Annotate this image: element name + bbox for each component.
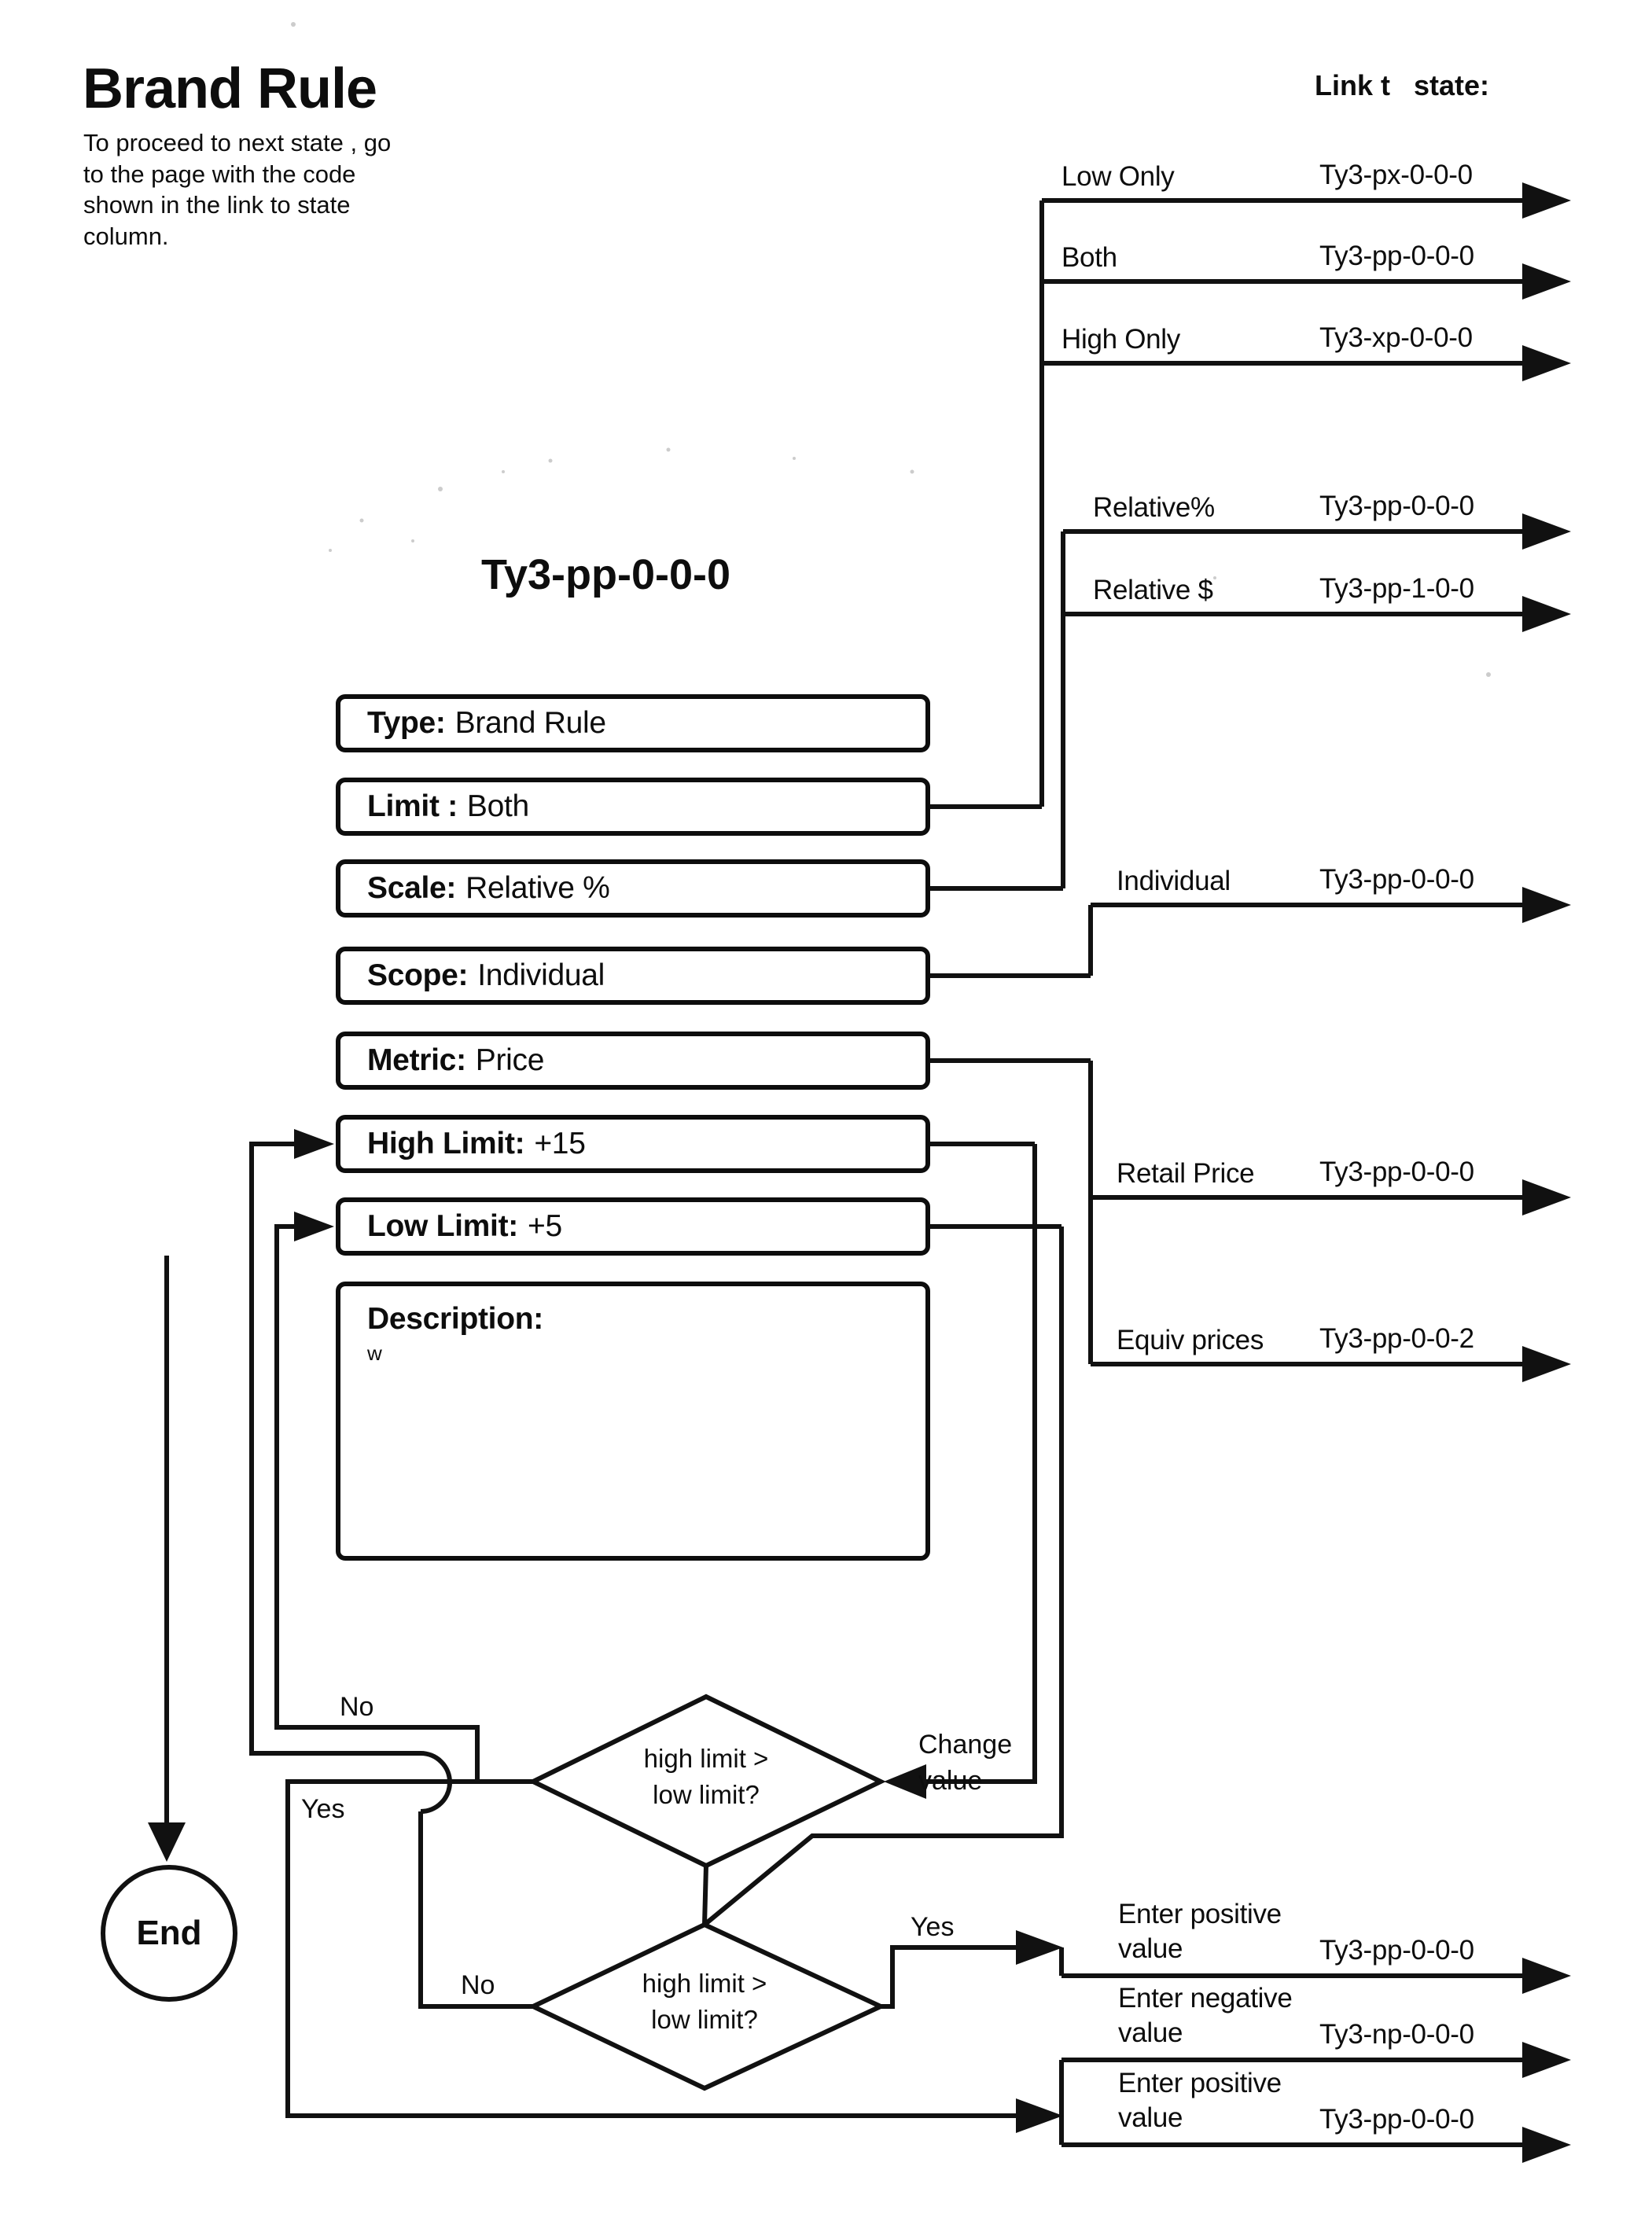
- arrowhead: [148, 1822, 186, 1862]
- arrowhead: [294, 1129, 334, 1159]
- link-code: Ty3-pp-0-0-0: [1319, 1157, 1474, 1188]
- link-option: Both: [1061, 241, 1117, 275]
- link-code: Ty3-px-0-0-0: [1319, 160, 1473, 191]
- arrowhead: [294, 1212, 334, 1241]
- end-node-label: End: [102, 1914, 236, 1953]
- link-to-state-header: Link t state:: [1315, 69, 1489, 102]
- decision2-yes-path: [881, 1947, 1016, 2006]
- scan-noise: [291, 22, 1491, 677]
- arrowhead: [1522, 1346, 1571, 1382]
- link-code: Ty3-pp-0-0-0: [1319, 491, 1474, 522]
- link-option: Enter positive value: [1118, 2066, 1282, 2135]
- attribute-label: Scale:: [367, 871, 456, 906]
- arrowhead: [1522, 2127, 1571, 2163]
- decision2-yes-label: Yes: [911, 1909, 954, 1945]
- attribute-box-scale: Scale: Relative %: [336, 859, 930, 918]
- decision1-no-label: No: [340, 1689, 373, 1725]
- arrowhead: [1522, 513, 1571, 550]
- link-option: Retail Price: [1117, 1157, 1254, 1191]
- link-code: Ty3-xp-0-0-0: [1319, 322, 1473, 354]
- link-code: Ty3-np-0-0-0: [1319, 2019, 1474, 2050]
- instructions-text: To proceed to next state , go to the pag…: [83, 127, 492, 252]
- attribute-box-high-limit: High Limit: +15: [336, 1115, 930, 1173]
- arrowhead: [1522, 1958, 1571, 1994]
- link-option: High Only: [1061, 322, 1180, 357]
- arrowhead: [1522, 887, 1571, 923]
- attribute-box-description: Description: w: [336, 1282, 930, 1561]
- attribute-box-scope: Scope: Individual: [336, 947, 930, 1005]
- attribute-value: +5: [528, 1209, 562, 1244]
- change-value-path: [926, 1144, 1035, 1782]
- arrowhead: [1522, 2042, 1571, 2078]
- attribute-label: Type:: [367, 706, 446, 741]
- link-code: Ty3-pp-0-0-0: [1319, 241, 1474, 272]
- decision1-to-decision2-path: [705, 1866, 706, 1925]
- link-option: Low Only: [1061, 160, 1175, 194]
- attribute-value: Relative %: [465, 871, 609, 906]
- decision1-yes-label: Yes: [301, 1791, 344, 1827]
- attribute-label: Low Limit:: [367, 1209, 518, 1244]
- attribute-box-type: Type: Brand Rule: [336, 694, 930, 752]
- attribute-value: +15: [534, 1127, 585, 1161]
- decision2-no-label: No: [461, 1967, 495, 2003]
- link-option: Equiv prices: [1117, 1323, 1264, 1358]
- attribute-label: Limit :: [367, 789, 458, 824]
- page-title: Brand Rule: [83, 57, 377, 121]
- link-option: Relative $: [1093, 573, 1213, 608]
- attribute-value: w: [367, 1341, 925, 1366]
- attribute-value: Brand Rule: [455, 706, 606, 741]
- attribute-box-limit: Limit : Both: [336, 778, 930, 836]
- link-option: Relative%: [1093, 491, 1215, 525]
- link-option: Individual: [1117, 864, 1231, 899]
- attribute-value: Price: [476, 1043, 544, 1078]
- link-option: Enter positive value: [1118, 1897, 1282, 1966]
- arrowhead: [1016, 1930, 1063, 1965]
- attribute-box-low-limit: Low Limit: +5: [336, 1197, 930, 1256]
- attribute-label: Description:: [367, 1302, 916, 1337]
- attribute-box-metric: Metric: Price: [336, 1032, 930, 1090]
- attribute-value: Individual: [477, 958, 605, 993]
- link-code: Ty3-pp-0-0-2: [1319, 1323, 1474, 1355]
- attribute-value: Both: [467, 789, 529, 824]
- link-code: Ty3-pp-0-0-0: [1319, 1935, 1474, 1966]
- arrowhead: [1016, 2098, 1063, 2133]
- attribute-label: Scope:: [367, 958, 468, 993]
- arrowhead: [1522, 345, 1571, 381]
- arrowhead: [1522, 596, 1571, 632]
- arrowhead: [1522, 1179, 1571, 1215]
- attribute-label: Metric:: [367, 1043, 466, 1078]
- arrowhead: [1522, 182, 1571, 219]
- link-option: Enter negative value: [1118, 1981, 1293, 2050]
- state-code-title: Ty3-pp-0-0-0: [481, 550, 730, 599]
- attribute-label: High Limit:: [367, 1127, 524, 1161]
- decision1-question: high limit > low limit?: [580, 1741, 832, 1813]
- link-code: Ty3-pp-0-0-0: [1319, 2104, 1474, 2135]
- decision1-change-value-label: Change value: [918, 1727, 1012, 1799]
- link-code: Ty3-pp-0-0-0: [1319, 864, 1474, 896]
- decision2-question: high limit > low limit?: [579, 1966, 830, 2038]
- arrowhead: [1522, 263, 1571, 300]
- link-code: Ty3-pp-1-0-0: [1319, 573, 1474, 605]
